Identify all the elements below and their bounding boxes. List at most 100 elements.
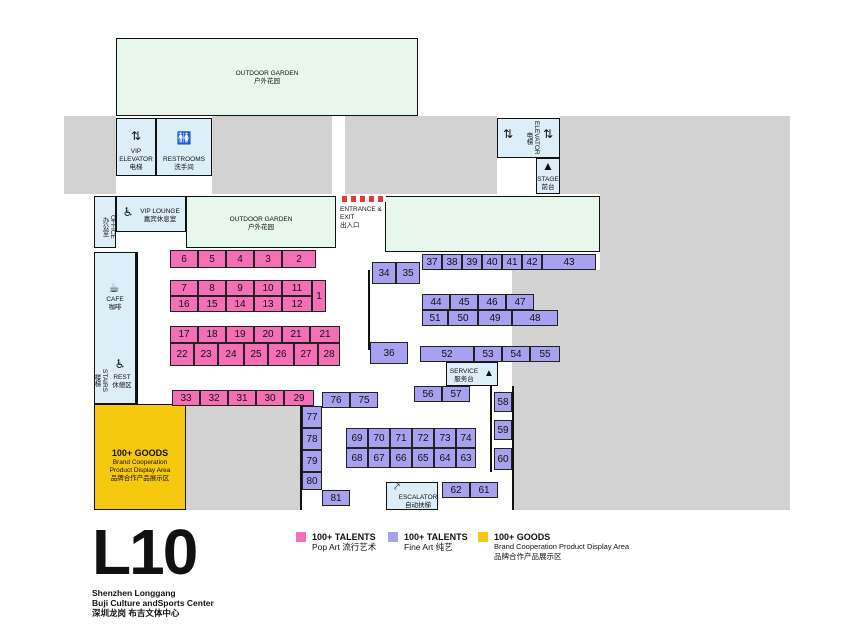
pop-art-booth-21[interactable]: 21 (282, 326, 310, 343)
fine-art-booth-54[interactable]: 54 (502, 346, 530, 362)
legend-pop-art-sub: Pop Art 流行艺术 (312, 542, 377, 552)
pop-art-booth-26[interactable]: 26 (268, 343, 294, 366)
pop-art-booth-16[interactable]: 16 (170, 296, 198, 312)
pop-art-booth-32[interactable]: 32 (200, 390, 228, 406)
fine-art-booth-70[interactable]: 70 (368, 428, 390, 448)
fine-art-booth-74[interactable]: 74 (456, 428, 476, 448)
fine-art-booth-47[interactable]: 47 (506, 294, 534, 310)
pop-art-booth-2[interactable]: 2 (282, 250, 316, 268)
pop-art-booth-13[interactable]: 13 (254, 296, 282, 312)
fine-art-booth-80[interactable]: 80 (302, 472, 322, 490)
pop-art-booth-24[interactable]: 24 (218, 343, 244, 366)
fine-art-booth-62[interactable]: 62 (442, 482, 470, 498)
entrance-label: ENTRANCE & EXIT 出入口 (340, 206, 388, 230)
pop-art-booth-11[interactable]: 11 (282, 280, 312, 296)
pop-art-booth-30[interactable]: 30 (256, 390, 284, 406)
fine-art-booth-44[interactable]: 44 (422, 294, 450, 310)
fine-art-booth-71[interactable]: 71 (390, 428, 412, 448)
fine-art-booth-36[interactable]: 36 (370, 342, 408, 364)
fine-art-booth-43[interactable]: 43 (542, 254, 596, 270)
pop-art-booth-8[interactable]: 8 (198, 280, 226, 296)
fine-art-booth-56[interactable]: 56 (414, 386, 442, 402)
pop-art-booth-7[interactable]: 7 (170, 280, 198, 296)
fine-art-booth-50[interactable]: 50 (448, 310, 478, 326)
pop-art-booth-28[interactable]: 28 (318, 343, 340, 366)
fine-art-booth-34[interactable]: 34 (372, 262, 396, 284)
fine-art-booth-59[interactable]: 59 (494, 420, 512, 440)
fine-art-booth-41[interactable]: 41 (502, 254, 522, 270)
elevator-icon: ⇅ (542, 127, 554, 141)
fine-art-booth-69[interactable]: 69 (346, 428, 368, 448)
fine-art-booth-61[interactable]: 61 (470, 482, 498, 498)
pop-art-booth-25[interactable]: 25 (244, 343, 268, 366)
fine-art-booth-79[interactable]: 79 (302, 450, 322, 472)
pop-art-booth-6[interactable]: 6 (170, 250, 198, 268)
fine-art-booth-63[interactable]: 63 (456, 448, 476, 468)
pop-art-booth-4[interactable]: 4 (226, 250, 254, 268)
vip-elevator-en1: VIP (130, 148, 142, 155)
fine-art-booth-55[interactable]: 55 (530, 346, 560, 362)
fine-art-booth-72[interactable]: 72 (412, 428, 434, 448)
pop-art-booth-14[interactable]: 14 (226, 296, 254, 312)
pop-art-booth-19[interactable]: 19 (226, 326, 254, 343)
fine-art-booth-35[interactable]: 35 (396, 262, 420, 284)
fine-art-booth-75[interactable]: 75 (350, 392, 378, 408)
fine-art-booth-76[interactable]: 76 (322, 392, 350, 408)
fine-art-booth-49[interactable]: 49 (478, 310, 512, 326)
fine-art-booth-42[interactable]: 42 (522, 254, 542, 270)
fine-art-booth-77[interactable]: 77 (302, 406, 322, 428)
lower-center-block (186, 404, 300, 510)
fine-art-booth-37[interactable]: 37 (422, 254, 442, 270)
pop-art-booth-33[interactable]: 33 (172, 390, 200, 406)
fine-art-booth-65[interactable]: 65 (412, 448, 434, 468)
fine-art-booth-46[interactable]: 46 (478, 294, 506, 310)
pop-art-booth-1[interactable]: 1 (312, 280, 326, 312)
fine-art-booth-68[interactable]: 68 (346, 448, 368, 468)
fine-art-booth-57[interactable]: 57 (442, 386, 470, 402)
pop-art-booth-20[interactable]: 20 (254, 326, 282, 343)
fine-art-booth-39[interactable]: 39 (462, 254, 482, 270)
service-label: SERVICE 服务台 (446, 368, 482, 384)
fine-art-booth-40[interactable]: 40 (482, 254, 502, 270)
fine-art-booth-60[interactable]: 60 (494, 448, 512, 470)
wall (136, 252, 138, 404)
fine-art-booth-52[interactable]: 52 (420, 346, 474, 362)
restroom-icon: 🚻 (176, 131, 192, 145)
pop-art-booth-29[interactable]: 29 (284, 390, 314, 406)
fine-art-booth-51[interactable]: 51 (422, 310, 448, 326)
fine-art-booth-53[interactable]: 53 (474, 346, 502, 362)
stage-label: STAGE 前台 (530, 176, 566, 192)
pop-art-booth-9[interactable]: 9 (226, 280, 254, 296)
fine-art-booth-73[interactable]: 73 (434, 428, 456, 448)
pop-art-booth-5[interactable]: 5 (198, 250, 226, 268)
pop-art-booth-10[interactable]: 10 (254, 280, 282, 296)
pop-art-booth-22[interactable]: 22 (170, 343, 194, 366)
pop-art-booth-21[interactable]: 21 (310, 326, 340, 343)
pop-art-booth-17[interactable]: 17 (170, 326, 198, 343)
fine-art-booth-58[interactable]: 58 (494, 392, 512, 412)
vip-lounge-cn: 嘉宾休息室 (143, 216, 177, 223)
pop-art-booth-23[interactable]: 23 (194, 343, 218, 366)
pop-art-booth-15[interactable]: 15 (198, 296, 226, 312)
fine-art-booth-64[interactable]: 64 (434, 448, 456, 468)
pop-art-booth-27[interactable]: 27 (294, 343, 318, 366)
vip-elevator-en2: ELEVATOR (119, 156, 153, 163)
goods-area-label: 100+ GOODS Brand Cooperation Product Dis… (94, 448, 186, 483)
right-wing (560, 116, 790, 194)
fine-art-booth-66[interactable]: 66 (390, 448, 412, 468)
elevator-right-room (497, 118, 560, 158)
fine-art-booth-81[interactable]: 81 (322, 490, 350, 506)
pop-art-booth-18[interactable]: 18 (198, 326, 226, 343)
fine-art-booth-38[interactable]: 38 (442, 254, 462, 270)
outdoor-garden-mid (186, 196, 336, 248)
fine-art-booth-45[interactable]: 45 (450, 294, 478, 310)
elevator-right-label: ELEVATOR 电梯 (514, 120, 540, 156)
outdoor-garden-top-en: OUTDOOR GARDEN (235, 70, 299, 77)
fine-art-booth-78[interactable]: 78 (302, 428, 322, 450)
pop-art-booth-3[interactable]: 3 (254, 250, 282, 268)
fine-art-booth-48[interactable]: 48 (512, 310, 558, 326)
pop-art-booth-31[interactable]: 31 (228, 390, 256, 406)
fine-art-booth-67[interactable]: 67 (368, 448, 390, 468)
pop-art-booth-12[interactable]: 12 (282, 296, 312, 312)
legend-pop-art-title: 100+ TALENTS (312, 532, 376, 542)
